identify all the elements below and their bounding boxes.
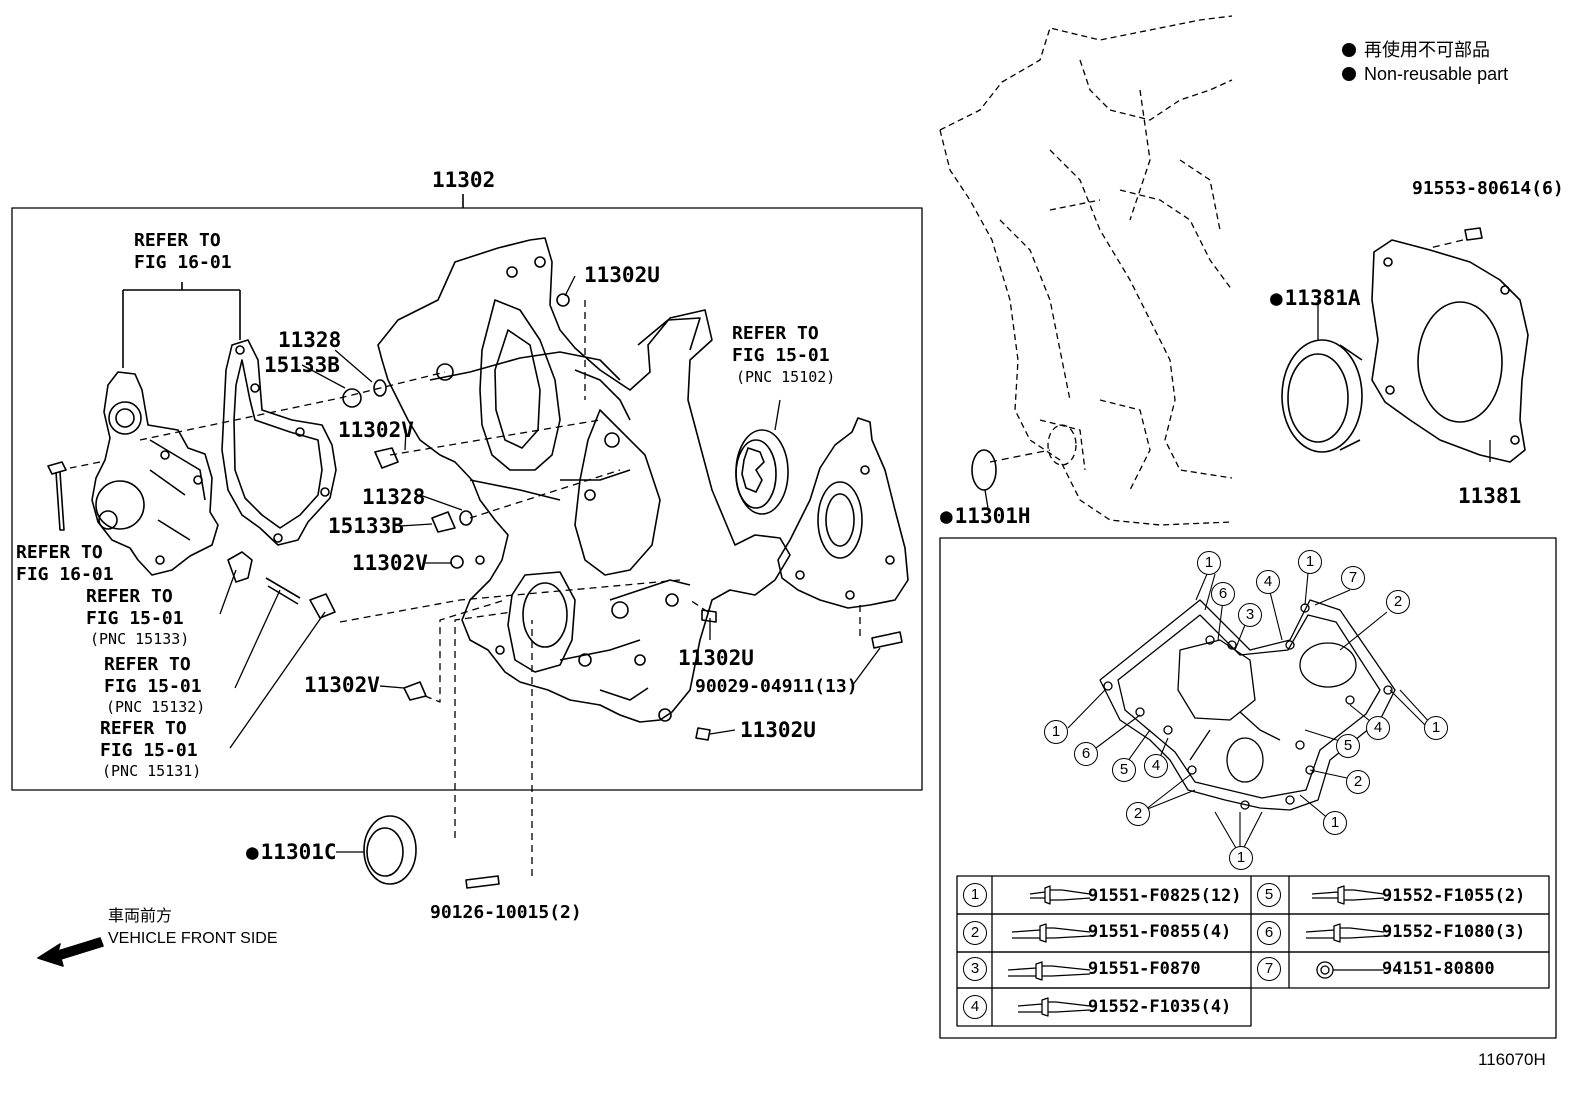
refer-note-line: (PNC 15102)	[736, 368, 836, 386]
rear-retainer-drawing	[1371, 239, 1529, 463]
engine-block-drawing	[939, 15, 1233, 526]
legend-jp: 再使用不可部品	[1342, 38, 1508, 62]
front-seal-drawing	[363, 815, 417, 885]
table-part-6[interactable]: 91552-F1080(3)	[1382, 922, 1526, 942]
label-11302V[interactable]: 11302V	[304, 673, 380, 697]
water-pump-drawing	[91, 371, 219, 576]
callout-circle[interactable]: 1	[1323, 811, 1347, 835]
callout-circle[interactable]: 2	[1126, 802, 1150, 826]
callout-circle[interactable]: 4	[1366, 716, 1390, 740]
callout-circle[interactable]: 6	[1074, 742, 1098, 766]
refer-note-line: REFER TO	[134, 230, 221, 251]
callout-circle[interactable]: 7	[1341, 566, 1365, 590]
label-11328[interactable]: 11328	[278, 328, 342, 352]
callout-circle[interactable]: 1	[1197, 551, 1221, 575]
label-11302U[interactable]: 11302U	[740, 718, 816, 742]
label-15133B[interactable]: 15133B	[264, 353, 340, 377]
legend: 再使用不可部品 Non-reusable part	[1342, 38, 1508, 86]
callout-circle[interactable]: 3	[1238, 603, 1262, 627]
table-part-4[interactable]: 91552-F1035(4)	[1088, 997, 1232, 1017]
bolt-location-frame	[939, 537, 1557, 1039]
refer-note-line: REFER TO	[16, 542, 103, 563]
refer-note-line: REFER TO	[104, 654, 191, 675]
table-circle-3: 3	[963, 957, 987, 981]
dashed-guide-lines	[69, 239, 1464, 876]
refer-note-line: FIG 15-01	[104, 676, 202, 697]
callout-circle[interactable]: 4	[1144, 754, 1168, 778]
callout-circle[interactable]: 5	[1336, 734, 1360, 758]
main-assembly-frame	[11, 207, 923, 791]
refer-note-line: FIG 16-01	[16, 564, 114, 585]
label-11328[interactable]: 11328	[362, 485, 426, 509]
table-part-5[interactable]: 91552-F1055(2)	[1382, 886, 1526, 906]
label-91553[interactable]: 91553-80614(6)	[1412, 178, 1564, 199]
table-circle-7: 7	[1257, 957, 1281, 981]
refer-note-line: FIG 16-01	[134, 252, 232, 273]
bolt-table-grid	[956, 875, 1550, 1027]
timing-cover-drawing	[377, 237, 791, 723]
bullet-icon	[1342, 43, 1356, 57]
table-part-1[interactable]: 91551-F0825(12)	[1088, 886, 1242, 906]
label-11301H[interactable]: 11301H	[940, 506, 1031, 527]
callout-circle[interactable]: 2	[1386, 590, 1410, 614]
refer-note-line: REFER TO	[86, 586, 173, 607]
refer-note-line: (PNC 15132)	[106, 698, 206, 716]
oil-pump-rotor-drawing	[735, 429, 789, 515]
water-pump-gasket-drawing	[221, 339, 337, 546]
callout-circle[interactable]: 1	[1229, 846, 1253, 870]
bolt-drawing	[1464, 227, 1483, 241]
callout-circle[interactable]: 1	[1044, 720, 1068, 744]
stud-drawing	[465, 875, 500, 889]
oring-drawing	[971, 449, 997, 491]
leader-lines	[219, 275, 1491, 853]
table-circle-6: 6	[1257, 921, 1281, 945]
label-main-assembly[interactable]: 11302	[432, 168, 496, 192]
label-11302U[interactable]: 11302U	[678, 646, 754, 670]
callout-circle[interactable]: 1	[1424, 716, 1448, 740]
callout-circle[interactable]: 4	[1256, 570, 1280, 594]
table-part-3[interactable]: 91551-F0870	[1088, 959, 1201, 979]
oil-pump-cover-drawing	[777, 417, 909, 609]
label-90126[interactable]: 90126-10015(2)	[430, 902, 582, 923]
label-11381A[interactable]: 11381A	[1270, 288, 1361, 309]
table-part-2[interactable]: 91551-F0855(4)	[1088, 922, 1232, 942]
table-circle-4: 4	[963, 995, 987, 1019]
bullet-icon	[1342, 67, 1356, 81]
table-circle-5: 5	[1257, 883, 1281, 907]
label-11302V[interactable]: 11302V	[338, 418, 414, 442]
diagram-code: 116070H	[1478, 1050, 1546, 1069]
bolt-drawing	[47, 461, 67, 531]
callout-circle[interactable]: 6	[1211, 582, 1235, 606]
cover-bolt-location-drawing	[1099, 599, 1396, 811]
refer-note-line: (PNC 15133)	[90, 630, 190, 648]
refer-note-line: REFER TO	[100, 718, 187, 739]
table-circle-1: 1	[963, 883, 987, 907]
label-15133B[interactable]: 15133B	[328, 514, 404, 538]
vehicle-front-label: 車両前方 VEHICLE FRONT SIDE	[108, 908, 278, 947]
callout-circle[interactable]: 5	[1112, 758, 1136, 782]
bolt-icons	[1007, 885, 1385, 1017]
table-part-7[interactable]: 94151-80800	[1382, 959, 1495, 979]
legend-en: Non-reusable part	[1342, 62, 1508, 86]
refer-note-line: FIG 15-01	[86, 608, 184, 629]
front-arrow-icon	[37, 937, 104, 967]
small-parts-drawing	[227, 293, 903, 741]
callout-circle[interactable]: 1	[1298, 550, 1322, 574]
refer-note-line: FIG 15-01	[100, 740, 198, 761]
rear-seal-drawing	[1281, 339, 1363, 453]
label-11302V[interactable]: 11302V	[352, 551, 428, 575]
label-11302U[interactable]: 11302U	[584, 263, 660, 287]
label-11381[interactable]: 11381	[1458, 484, 1522, 508]
table-circle-2: 2	[963, 921, 987, 945]
callout-leaders	[1067, 572, 1433, 856]
label-90029[interactable]: 90029-04911(13)	[695, 676, 858, 697]
refer-note-line: (PNC 15131)	[102, 762, 202, 780]
refer-note-line: REFER TO	[732, 323, 819, 344]
label-11301C[interactable]: 11301C	[246, 842, 337, 863]
refer-note-line: FIG 15-01	[732, 345, 830, 366]
callout-circle[interactable]: 2	[1346, 770, 1370, 794]
